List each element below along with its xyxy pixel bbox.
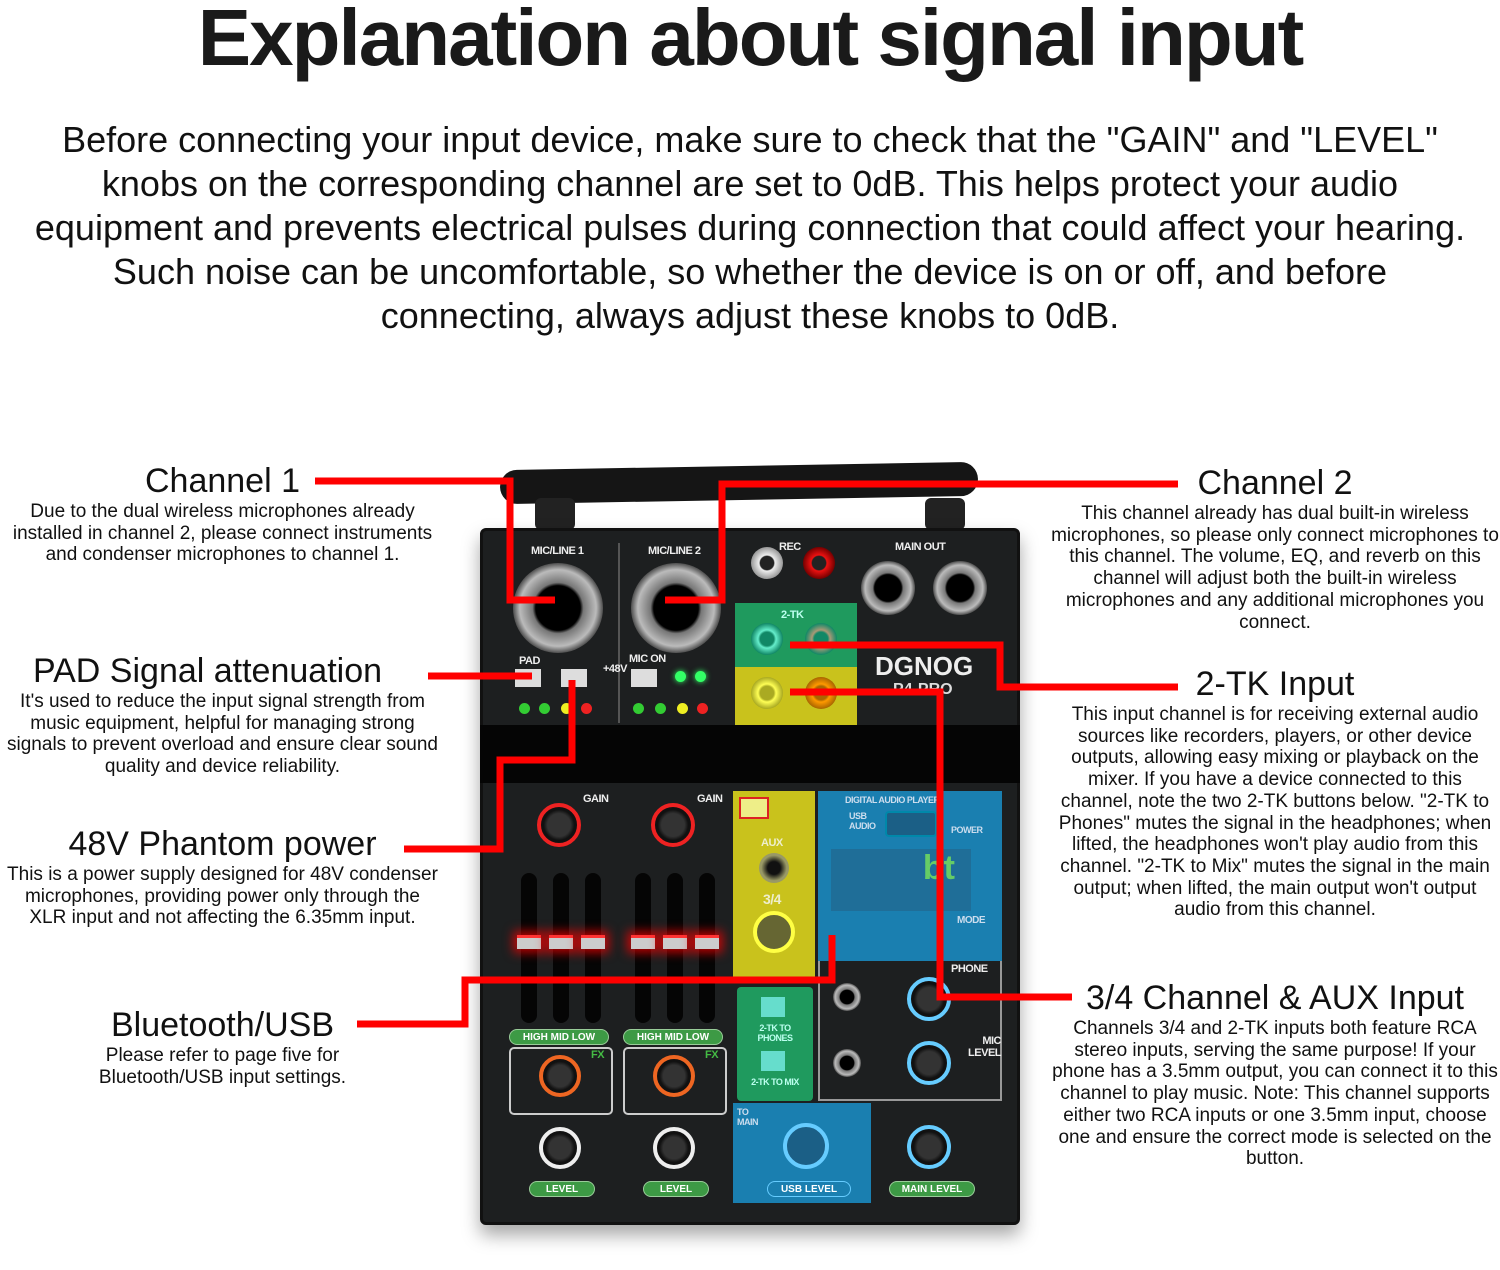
main-level-knob (907, 1125, 951, 1169)
gain-label-2: GAIN (697, 793, 723, 805)
ch34-level-knob (753, 911, 795, 953)
fx-knob-2 (653, 1055, 695, 1097)
callout-title: 2-TK Input (1195, 665, 1355, 703)
callout-title: PAD Signal attenuation (32, 652, 383, 690)
fx-label-1: FX (591, 1049, 605, 1061)
callout-title: Channel 2 (1197, 464, 1353, 502)
level-knob-1 (539, 1127, 581, 1169)
rec-label: REC (779, 541, 801, 553)
gain-knob-1 (537, 803, 581, 847)
callout-text: This is a power supply designed for 48V … (7, 864, 438, 929)
dap-label: DIGITAL AUDIO PLAYER (845, 795, 940, 805)
ch34-label: 3/4 (763, 891, 781, 907)
level-label-1: LEVEL (529, 1181, 595, 1197)
xlr-jack-1 (513, 563, 603, 653)
mic-level-label: MIC LEVEL (968, 1035, 1001, 1059)
callout-twotk: 2-TK Input This input channel is for rec… (1050, 664, 1500, 921)
callout-text: Due to the dual wireless microphones alr… (12, 501, 433, 566)
gain-knob-2 (651, 803, 695, 847)
power-label: POWER (951, 825, 983, 835)
line-bluetooth (357, 935, 836, 1028)
callout-title: 48V Phantom power (68, 825, 377, 863)
tk-phones-label: 2-TK TO PHONES (757, 1023, 793, 1043)
phone-label: PHONE (951, 963, 988, 975)
line-phantom (404, 680, 576, 853)
callout-text: This input channel is for receiving exte… (1058, 704, 1492, 921)
tk-mix-label: 2-TK TO MIX (751, 1077, 799, 1087)
xlr-jack-2 (631, 563, 721, 653)
page-title: Explanation about signal input (197, 0, 1304, 82)
mode-label: MODE (957, 915, 986, 926)
micon-button (631, 669, 657, 687)
phantom-button (561, 669, 587, 687)
pad-label: PAD (519, 655, 540, 667)
usb-level-knob (783, 1123, 829, 1169)
micon-label: MIC ON (629, 653, 666, 665)
line-ch34 (790, 688, 1072, 1001)
fx-knob-1 (539, 1055, 581, 1097)
brand-logo: DGNOG (875, 651, 974, 681)
twotk-label: 2-TK (781, 609, 804, 621)
callout-title: Bluetooth/USB (110, 1006, 335, 1044)
callout-channel2: Channel 2 This channel already has dual … (1050, 463, 1500, 633)
callout-phantom: 48V Phantom power This is a power supply… (0, 824, 445, 929)
callout-text: It's used to reduce the input signal str… (7, 691, 438, 778)
fx-label-2: FX (705, 1049, 719, 1061)
line-twotk (790, 641, 1178, 691)
antenna-base-right (925, 498, 965, 530)
main-level-label: MAIN LEVEL (889, 1181, 975, 1197)
eq-labels-1: HIGH MID LOW (509, 1029, 609, 1045)
callout-text: Please refer to page five for Bluetooth/… (98, 1045, 347, 1088)
mic-level-knob (907, 1041, 951, 1085)
line-channel1 (315, 477, 555, 604)
callout-bluetooth: Bluetooth/USB Please refer to page five … (70, 1005, 375, 1088)
mic2-label: MIC/LINE 2 (648, 545, 701, 557)
level-label-2: LEVEL (643, 1181, 709, 1197)
callout-text: Channels 3/4 and 2-TK inputs both featur… (1052, 1018, 1498, 1170)
callout-pad: PAD Signal attenuation It's used to redu… (0, 651, 445, 778)
callout-ch34: 3/4 Channel & AUX Input Channels 3/4 and… (1050, 978, 1500, 1170)
intro-paragraph: Before connecting your input device, mak… (34, 119, 1466, 336)
mic1-label: MIC/LINE 1 (531, 545, 584, 557)
p48-label: +48V (603, 663, 628, 675)
antenna-base-left (535, 498, 575, 530)
to-main-label: TO MAIN (737, 1107, 759, 1127)
line-channel2 (665, 480, 1178, 604)
gain-label-1: GAIN (583, 793, 609, 805)
callout-text: This channel already has dual built-in w… (1051, 503, 1499, 633)
aux-label: AUX (761, 837, 783, 849)
callout-title: Channel 1 (144, 462, 300, 500)
level-knob-2 (653, 1127, 695, 1169)
eq-labels-2: HIGH MID LOW (623, 1029, 723, 1045)
callout-title: 3/4 Channel & AUX Input (1085, 979, 1465, 1017)
callout-channel1: Channel 1 Due to the dual wireless micro… (0, 461, 445, 566)
main-out-label: MAIN OUT (895, 541, 946, 553)
usb-level-label: USB LEVEL (767, 1181, 851, 1197)
usb-audio-label: USB AUDIO (849, 811, 876, 831)
